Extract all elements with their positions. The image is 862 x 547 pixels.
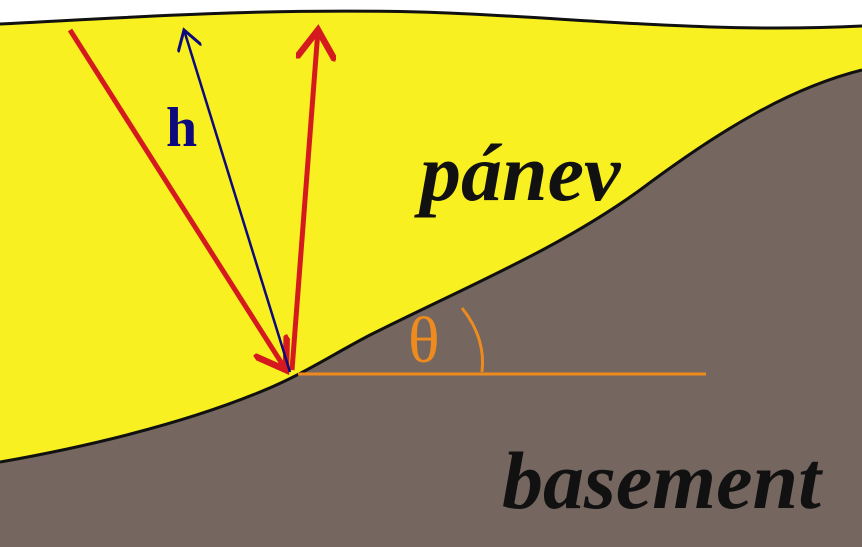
angle-label: θ <box>408 304 440 377</box>
height-label: h <box>166 97 197 159</box>
basement-label: basement <box>502 435 823 526</box>
basin-label: pánev <box>414 127 622 218</box>
